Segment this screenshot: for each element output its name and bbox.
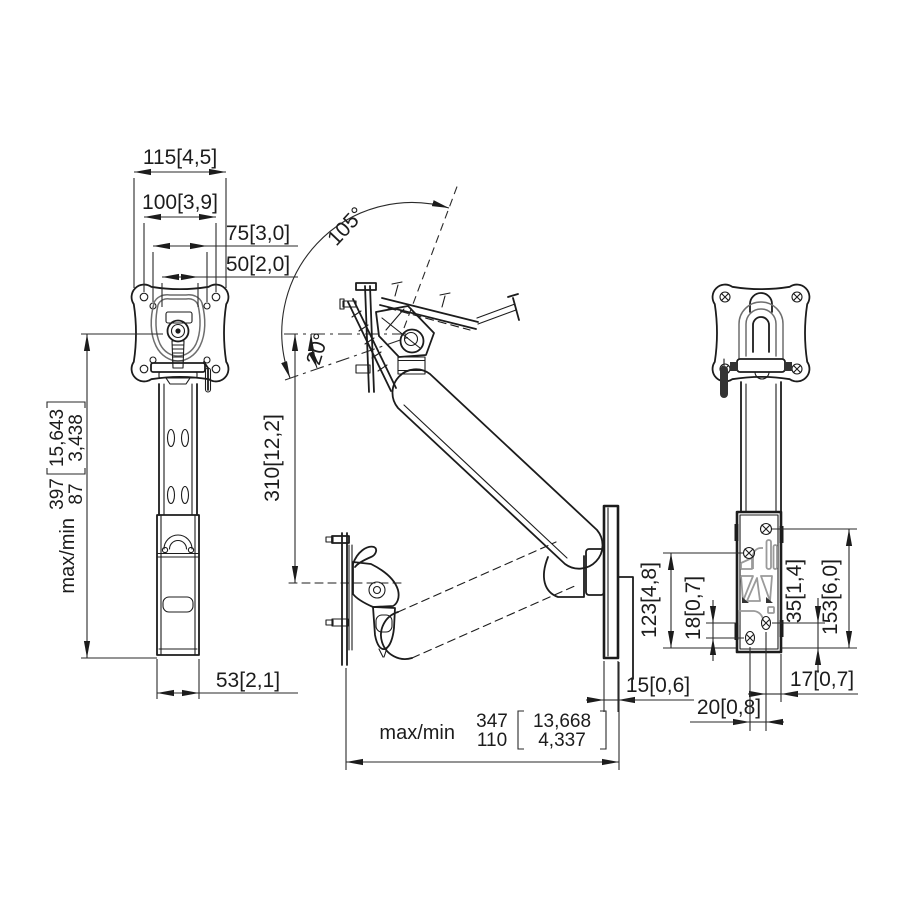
dim-screw-v-offset-label: 18[0,7] — [682, 576, 705, 640]
dim-reach-range-min: 110 — [477, 730, 507, 751]
side-arm-extended — [391, 368, 604, 570]
back-strip-pattern — [738, 539, 778, 625]
dim-height-range-max: 397 — [47, 478, 68, 510]
dim-vesa-75: 75[3,0] — [152, 222, 298, 302]
back-plate-screws — [719, 291, 803, 375]
dim-pivot-height: 310[12,2] — [261, 334, 299, 583]
dim-height-range-inch-max: 15,643 — [47, 409, 68, 467]
dim-tilt-angle-label: 105° — [323, 203, 369, 250]
dim-vesa-50: 50[2,0] — [161, 253, 298, 307]
dim-reach-range-inch-max: 13,668 — [533, 711, 591, 732]
dim-strip-height: 153[6,0] — [772, 528, 857, 649]
dim-screw-v-offset: 18[0,7] — [682, 576, 744, 661]
dim-reach-range-max: 347 — [476, 711, 508, 732]
dim-height-range: max/min 397 87 15,643 3,438 — [46, 333, 163, 659]
dim-reach-range: max/min 347 110 13,668 4,337 — [345, 662, 620, 770]
dim-plate-width: 115[4,5] — [133, 146, 227, 288]
dim-down-angle-label: 20° — [302, 331, 333, 368]
side-arm-folded — [288, 541, 578, 660]
back-lock-lever — [720, 358, 728, 398]
dim-height-range-inch-min: 3,438 — [66, 414, 87, 462]
back-view — [711, 283, 811, 654]
dim-strip-height-label: 153[6,0] — [819, 559, 842, 635]
dim-column-width: 53[2,1] — [156, 659, 298, 699]
dim-vesa-50-label: 50[2,0] — [226, 253, 290, 276]
back-column — [740, 381, 782, 513]
dim-screw-h-spacing-label: 20[0,8] — [697, 696, 761, 719]
dim-plate-width-label: 115[4,5] — [143, 146, 217, 169]
side-head — [339, 281, 520, 393]
dim-screw-bottom: 35[1,4] — [772, 559, 825, 673]
front-sleeve — [156, 514, 200, 656]
dim-strip-span-label: 123[4,8] — [638, 562, 661, 638]
back-vesa-plate — [711, 283, 811, 398]
dim-screw-bottom-label: 35[1,4] — [783, 559, 806, 623]
dim-reach-range-inch-min: 4,337 — [538, 730, 586, 751]
front-view — [130, 283, 230, 656]
dim-pivot-height-label: 310[12,2] — [261, 414, 284, 502]
dim-reach-range-prefix: max/min — [379, 722, 455, 744]
back-wall-strip — [734, 510, 784, 654]
back-arch-hinge — [730, 292, 792, 380]
dim-vesa-100: 100[3,9] — [142, 191, 218, 292]
dimension-annotations: 115[4,5] 100[3,9] 75[3,0] 50[2,0] — [46, 146, 858, 770]
dim-vesa-100-label: 100[3,9] — [142, 191, 218, 214]
dim-screw-edge: 17[0,7] — [748, 632, 858, 731]
side-wall-bracket — [543, 504, 634, 680]
side-wall-plate — [602, 504, 620, 660]
dim-screw-h-spacing: 20[0,8] — [690, 647, 784, 731]
side-angle-marks — [281, 183, 459, 381]
dim-vesa-75-label: 75[3,0] — [226, 222, 290, 245]
side-view — [281, 183, 634, 680]
front-column — [158, 383, 198, 516]
dim-column-width-label: 53[2,1] — [216, 669, 280, 692]
side-folded-head — [325, 532, 400, 666]
dim-wall-plate-depth: 15[0,6] — [586, 661, 694, 712]
dim-strip-span: 123[4,8] — [638, 552, 744, 649]
dim-height-range-prefix: max/min — [57, 518, 79, 594]
dim-wall-plate-depth-label: 15[0,6] — [626, 674, 690, 697]
dim-screw-edge-label: 17[0,7] — [790, 668, 854, 691]
front-tilt-mechanism — [150, 294, 212, 393]
dim-height-range-min: 87 — [66, 483, 87, 504]
